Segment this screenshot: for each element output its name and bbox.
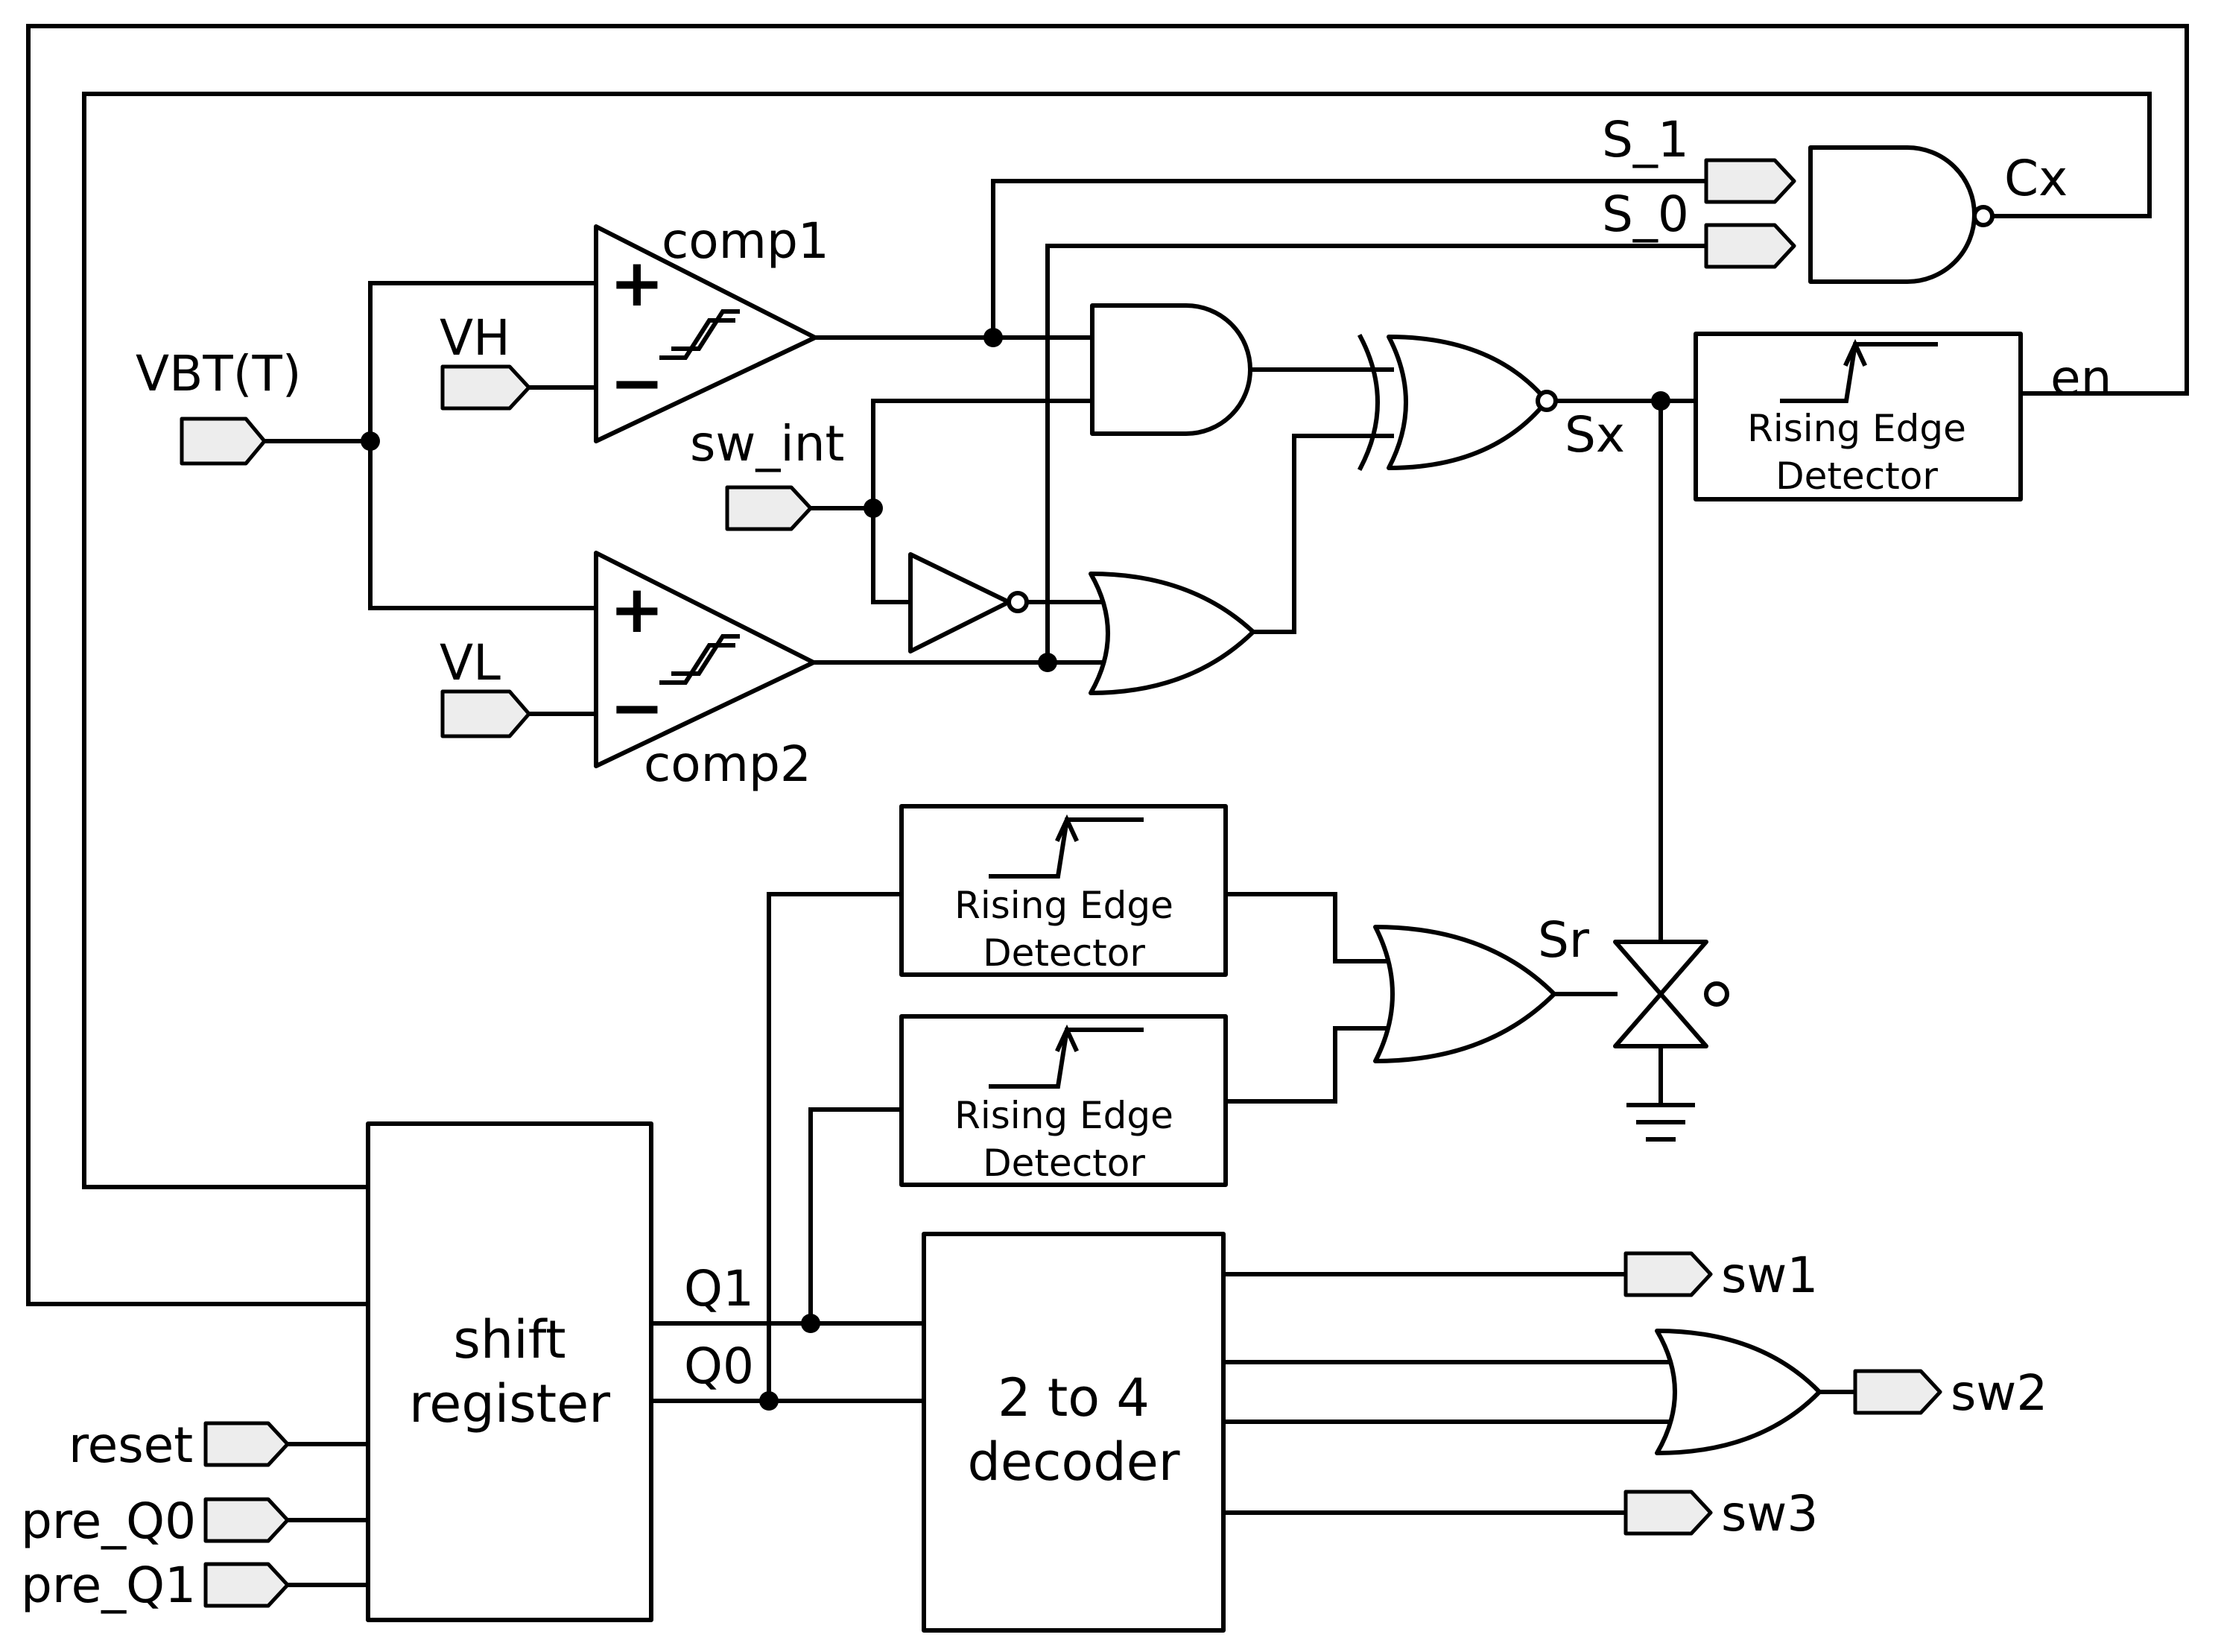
wire-comp2-out xyxy=(811,244,1708,665)
label-en: en xyxy=(2050,349,2111,407)
comparator-comp1: + − xyxy=(594,224,817,443)
or-gate-sw2 xyxy=(1655,1329,1822,1455)
nand-gate xyxy=(1808,145,1995,284)
label-sw1: sw1 xyxy=(1721,1247,1818,1304)
wire-cx-feedback xyxy=(82,92,2152,1189)
comp1-minus: − xyxy=(609,344,665,421)
rising-edge-detector-3: Rising Edge Detector xyxy=(899,1014,1228,1187)
junction-dot xyxy=(801,1314,820,1333)
port-vbt xyxy=(180,417,267,466)
red3-label-line1: Rising Edge xyxy=(954,1094,1173,1137)
label-cx: Cx xyxy=(2004,150,2068,207)
wire-sx xyxy=(1553,399,1698,944)
label-vbt: VBT(T) xyxy=(136,345,302,402)
comp2-minus: − xyxy=(609,669,665,746)
comp1-plus: + xyxy=(609,244,665,321)
junction-dot xyxy=(361,431,380,451)
label-sr: Sr xyxy=(1538,911,1590,969)
wire-comp1-out xyxy=(813,179,1708,340)
wires xyxy=(26,24,2189,1587)
wire-or-xnor xyxy=(1251,434,1394,634)
red2-label-line2: Detector xyxy=(983,931,1145,975)
rising-edge-icon xyxy=(989,817,1144,879)
or-gate-lower xyxy=(1089,572,1255,695)
label-comp1: comp1 xyxy=(662,212,829,270)
junction-dot xyxy=(864,499,883,518)
red1-label-line2: Detector xyxy=(1775,455,1938,498)
rising-edge-icon xyxy=(1780,342,1938,403)
junction-dot xyxy=(1038,653,1057,672)
wire-en-feedback xyxy=(26,24,2189,1306)
label-vh: VH xyxy=(440,309,510,367)
transmission-gate xyxy=(1613,940,1729,1048)
port-sw1 xyxy=(1623,1251,1713,1297)
and-gate xyxy=(1090,303,1252,436)
port-reset xyxy=(203,1421,290,1467)
comp2-plus: + xyxy=(609,571,665,648)
label-s1: S_1 xyxy=(1602,111,1689,168)
label-reset: reset xyxy=(69,1417,193,1474)
port-sw2 xyxy=(1853,1369,1942,1415)
hysteresis-icon xyxy=(659,309,740,360)
port-vl xyxy=(440,689,531,738)
junction-dot xyxy=(983,328,1003,347)
label-q1: Q1 xyxy=(684,1260,754,1317)
port-vh xyxy=(440,364,531,411)
label-comp2: comp2 xyxy=(644,735,811,793)
junction-dot xyxy=(759,1391,779,1411)
label-sw2: sw2 xyxy=(1951,1364,2047,1422)
ports xyxy=(180,158,1942,1608)
port-s1 xyxy=(1704,158,1796,204)
shift-register-label-line2: register xyxy=(409,1373,610,1434)
label-sx: Sx xyxy=(1565,406,1625,463)
shift-register-label-line1: shift xyxy=(453,1309,565,1370)
label-q0: Q0 xyxy=(684,1338,754,1395)
red1-label-line1: Rising Edge xyxy=(1747,407,1966,450)
or-gate-sr xyxy=(1373,925,1556,1063)
label-vl: VL xyxy=(440,634,501,692)
ground-icon xyxy=(1626,1103,1695,1142)
comparator-comp2: + − xyxy=(594,551,816,768)
port-pre-q0 xyxy=(203,1497,290,1543)
decoder-label-line1: 2 to 4 xyxy=(998,1367,1150,1428)
wire-q0 xyxy=(649,892,926,1403)
rising-edge-detector-1: Rising Edge Detector xyxy=(1694,332,2023,501)
rising-edge-icon xyxy=(989,1028,1144,1089)
xnor-gate xyxy=(1357,333,1558,472)
red2-label-line1: Rising Edge xyxy=(954,884,1173,927)
decoder-block: 2 to 4 decoder xyxy=(922,1232,1226,1633)
labels: VBT(T) VH VL comp1 comp2 sw_int S_1 S_0 … xyxy=(21,111,2111,1614)
port-sw-int xyxy=(725,485,813,531)
port-sw3 xyxy=(1623,1490,1713,1536)
wire-red3-out xyxy=(1223,1026,1387,1104)
port-s0 xyxy=(1704,223,1796,269)
rising-edge-detector-2: Rising Edge Detector xyxy=(899,804,1228,977)
label-sw-int: sw_int xyxy=(690,415,844,472)
hysteresis-icon xyxy=(659,634,740,685)
label-s0: S_0 xyxy=(1602,186,1689,243)
wire-sw-int xyxy=(808,399,1094,604)
red3-label-line2: Detector xyxy=(983,1142,1145,1185)
label-pre-q0: pre_Q0 xyxy=(21,1493,196,1550)
wire-vbt xyxy=(262,281,598,610)
wire-q1 xyxy=(649,1107,926,1326)
decoder-label-line2: decoder xyxy=(967,1431,1179,1493)
wire-red2-out xyxy=(1223,892,1387,963)
label-pre-q1: pre_Q1 xyxy=(21,1557,196,1614)
junctions xyxy=(361,328,1670,1411)
shift-register-block: shift register xyxy=(366,1121,653,1622)
junction-dot xyxy=(1651,391,1670,411)
label-sw3: sw3 xyxy=(1721,1485,1818,1542)
port-pre-q1 xyxy=(203,1562,290,1608)
inverter-gate xyxy=(908,552,1029,653)
